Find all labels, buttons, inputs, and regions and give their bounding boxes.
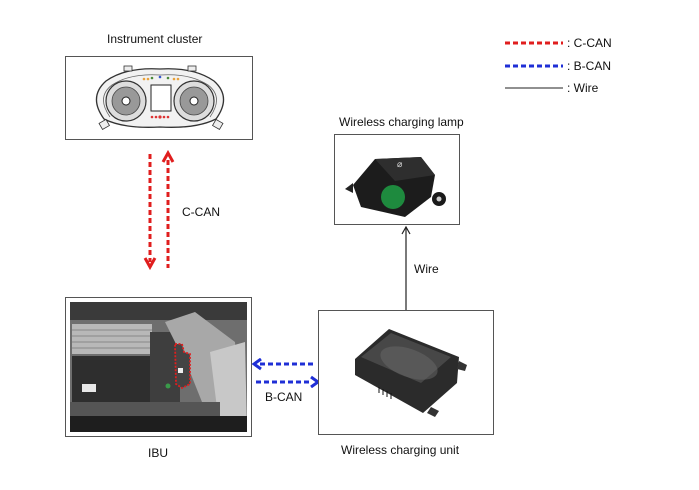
wireless-charging-unit-label: Wireless charging unit xyxy=(341,443,460,457)
wireless-charging-lamp-label: Wireless charging lamp xyxy=(339,115,464,129)
wire-connection xyxy=(401,225,411,310)
b-can-left-arrowhead xyxy=(252,358,262,371)
b-can-right-arrowhead xyxy=(310,375,320,388)
b-can-connection xyxy=(252,358,320,388)
instrument-cluster-image xyxy=(95,65,225,131)
instrument-cluster-label: Instrument cluster xyxy=(107,32,203,46)
b-can-label: B-CAN xyxy=(265,390,303,404)
c-can-label: C-CAN xyxy=(182,205,220,219)
ibu-image xyxy=(70,302,247,432)
wireless-charging-unit-image xyxy=(355,329,467,417)
wire-label: Wire xyxy=(414,262,439,276)
legend-swatches xyxy=(505,41,563,89)
legend-c-can-label: : C-CAN xyxy=(567,36,612,50)
wire-arrowhead xyxy=(401,225,411,235)
wireless-charging-lamp-box: ⌀ xyxy=(334,134,460,225)
c-can-up-arrowhead xyxy=(161,150,175,163)
legend-wire-label: : Wire xyxy=(567,81,599,95)
ibu-label: IBU xyxy=(148,446,169,460)
ibu-box xyxy=(65,297,252,437)
c-can-down-arrowhead xyxy=(143,257,157,271)
wireless-charging-unit-box xyxy=(318,310,494,435)
instrument-cluster-box xyxy=(65,56,253,140)
wireless-charging-lamp-image: ⌀ xyxy=(345,157,446,217)
c-can-connection xyxy=(143,150,175,271)
legend-b-can-label: : B-CAN xyxy=(567,59,612,73)
wireless-charge-icon: ⌀ xyxy=(397,160,403,170)
